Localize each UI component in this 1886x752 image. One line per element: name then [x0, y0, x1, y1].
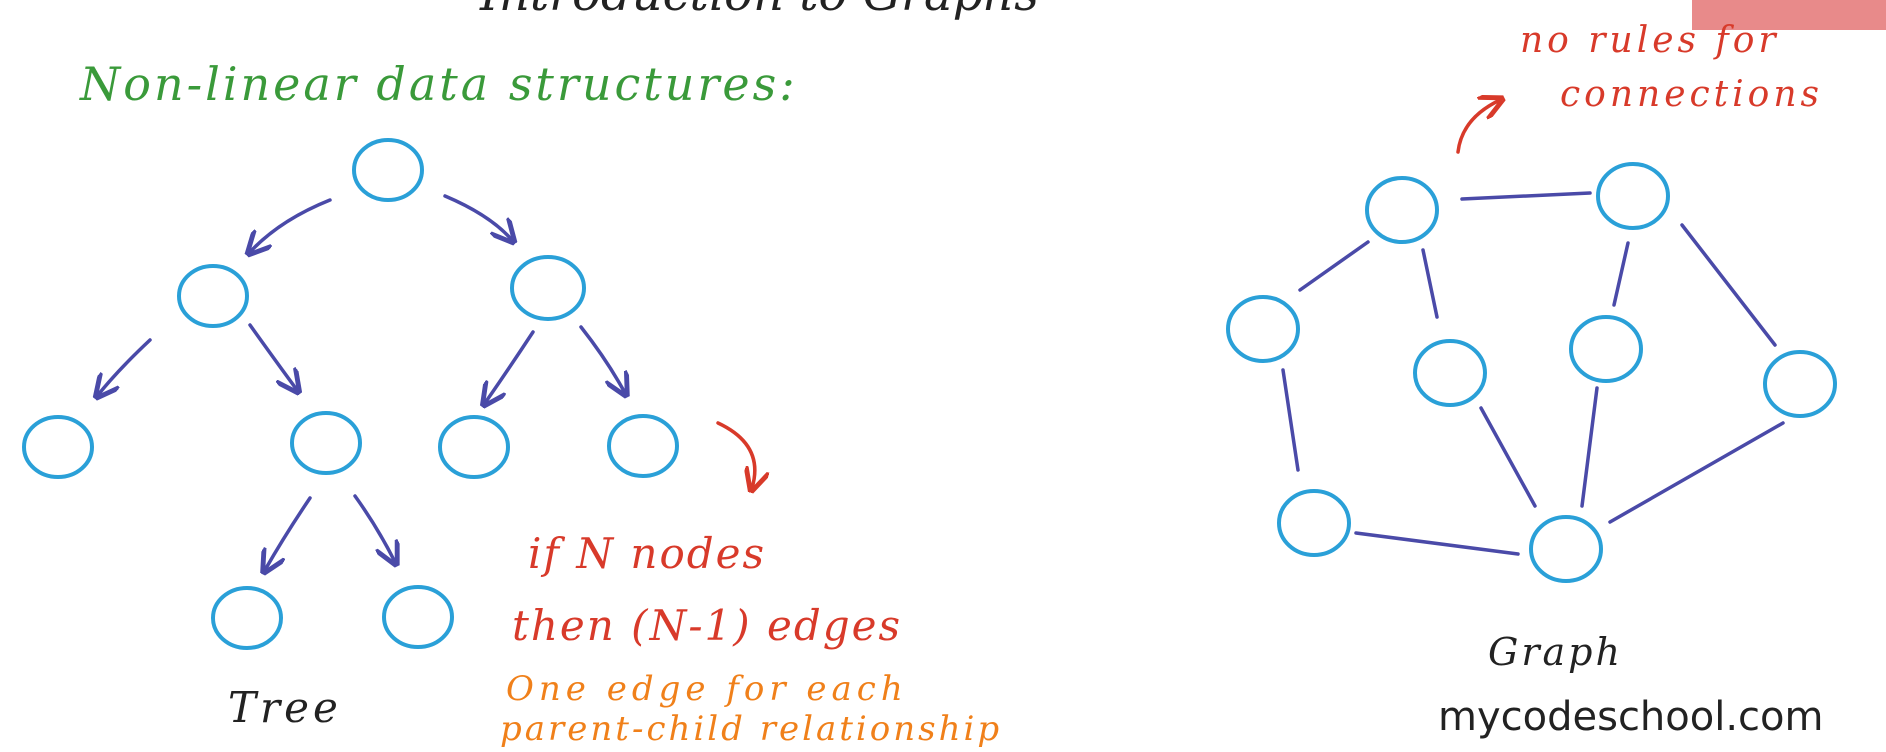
graph-edge [1479, 406, 1537, 508]
tree-note-line3: One edge for each [506, 669, 908, 709]
note-arrow [1456, 100, 1500, 154]
graph-node [1529, 515, 1603, 583]
graph-edge [1281, 368, 1300, 472]
tree-arrow [265, 496, 312, 570]
graph-node [1413, 339, 1487, 407]
watermark: mycodeschool.com [1438, 694, 1824, 740]
tree-note-line2: then (N-1) edges [512, 601, 902, 650]
note-arrow [716, 421, 755, 488]
tree-node-l3-2 [382, 585, 454, 649]
tree-diagram [22, 138, 755, 650]
graph-node [1763, 350, 1837, 418]
graph-note-line2: connections [1560, 74, 1823, 115]
graph-edge [1580, 386, 1599, 508]
graph-label: Graph [1488, 630, 1623, 674]
graph-node [1596, 162, 1670, 230]
tree-arrow [579, 325, 625, 393]
graph-diagram [1226, 100, 1837, 583]
tree-arrow [250, 198, 332, 252]
tree-node-l2-1 [22, 415, 94, 479]
tree-node-l2-3 [438, 415, 510, 479]
graph-note-line1: no rules for [1520, 20, 1780, 61]
graph-edge [1680, 223, 1777, 347]
graph-node [1365, 176, 1439, 244]
graph-edge [1460, 191, 1592, 201]
graph-edge [1612, 241, 1630, 307]
graph-node [1277, 489, 1351, 557]
page-title: Introduction to Graphs [479, 0, 1039, 22]
tree-note-line4: parent-child relationship [500, 709, 1002, 749]
tree-note-line1: if N nodes [528, 529, 766, 578]
tree-arrow [443, 194, 512, 240]
tree-arrow [248, 323, 297, 390]
graph-edge [1354, 531, 1520, 556]
graph-edge [1608, 421, 1785, 524]
tree-arrow [353, 494, 395, 562]
graph-node [1226, 295, 1300, 363]
tree-label: Tree [228, 683, 342, 732]
tree-node-l2-2 [290, 411, 362, 475]
tree-node-root [352, 138, 424, 202]
graph-edge [1421, 248, 1439, 319]
tree-node-l2-4 [607, 414, 679, 478]
tree-node-l1-right [510, 255, 586, 321]
tree-node-l3-1 [211, 586, 283, 650]
tree-arrow [98, 338, 152, 395]
tree-arrow [485, 330, 535, 403]
graph-edge [1298, 240, 1370, 292]
corner-box [1692, 0, 1886, 30]
heading: Non-linear data structures: [79, 57, 798, 111]
graph-node [1569, 315, 1643, 383]
tree-node-l1-left [177, 264, 249, 328]
